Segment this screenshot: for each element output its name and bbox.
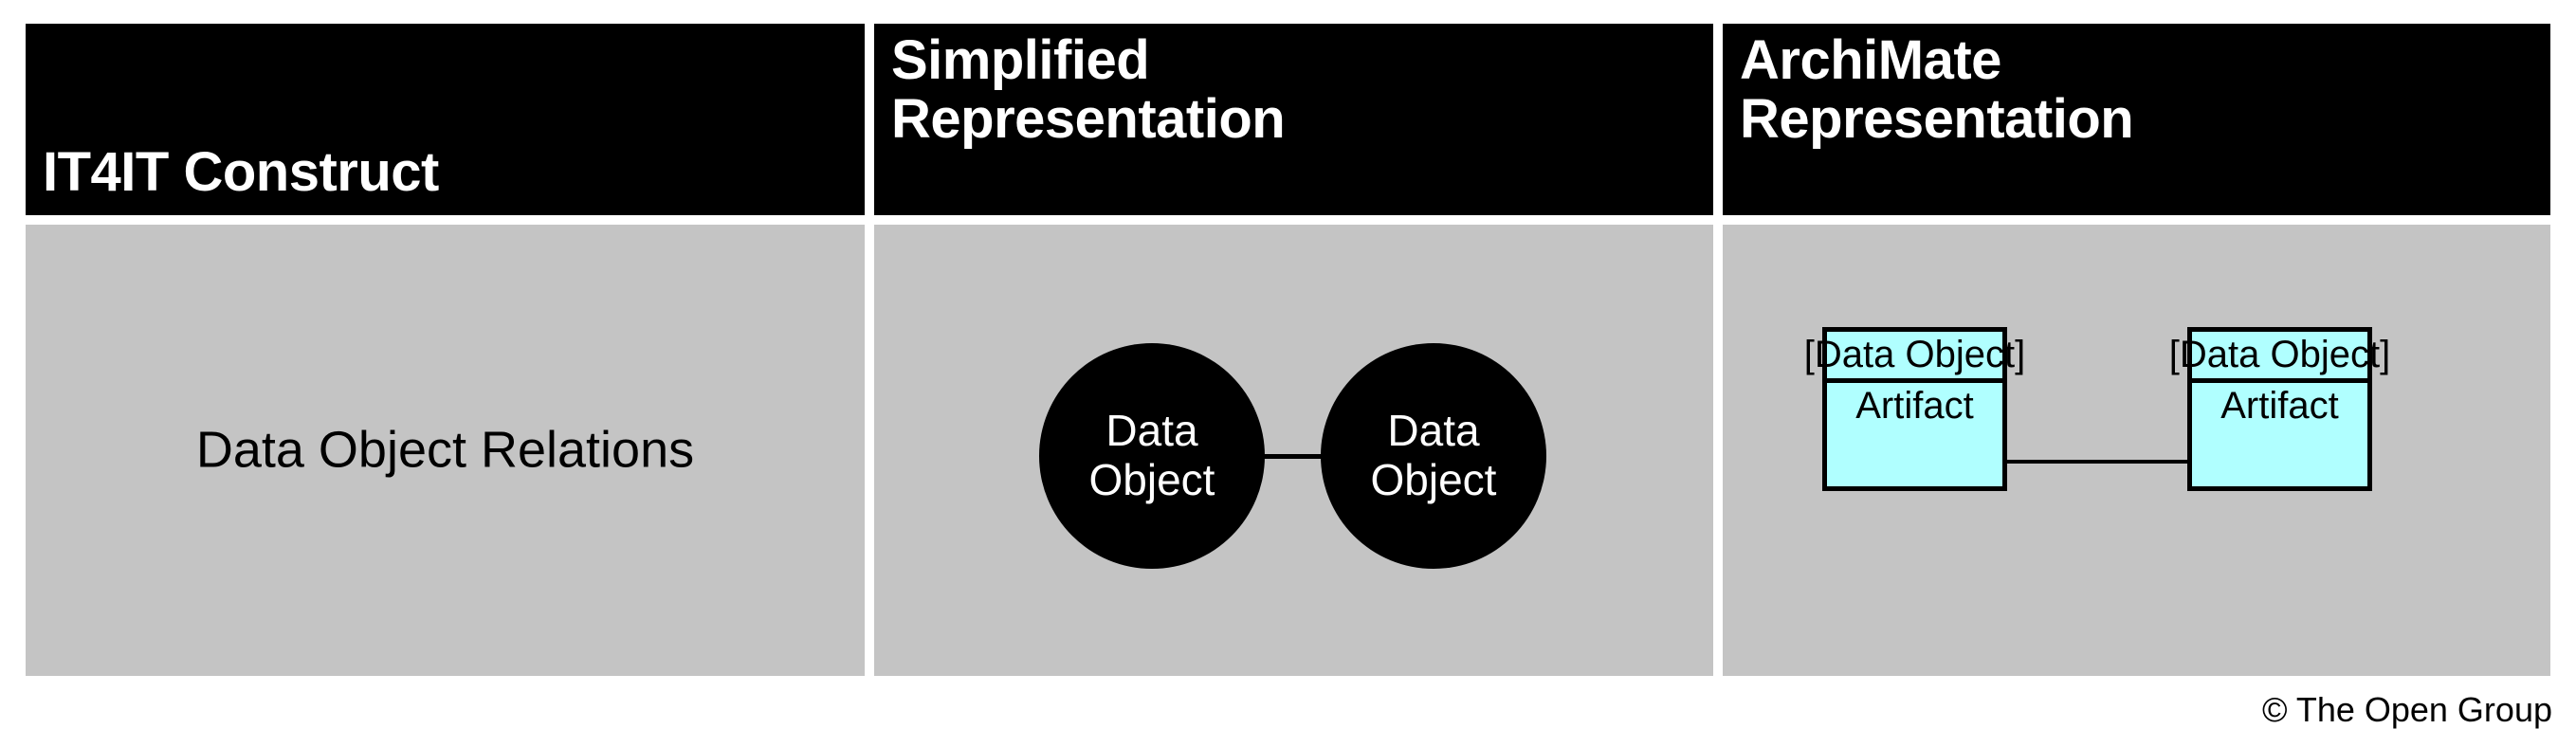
cell-it4it-construct: Data Object Relations: [26, 225, 865, 676]
header-cell-simplified-representation: Simplified Representation: [874, 24, 1713, 215]
header-cell-it4it-construct: IT4IT Construct: [26, 24, 865, 215]
copyright-notice: © The Open Group: [2261, 690, 2552, 729]
data-object-node-left: Data Object: [1039, 343, 1265, 569]
archimate-association-connector-line: [2007, 460, 2187, 464]
archimate-stereotype-right: [Data Object]: [2169, 332, 2390, 383]
archimate-diagram: [Data Object] Artifact [Data Object] Art…: [1723, 225, 2550, 676]
archimate-element-name-left: Artifact: [1855, 385, 1974, 427]
data-object-node-right: Data Object: [1321, 343, 1546, 569]
header-label-it4it-construct: IT4IT Construct: [43, 140, 439, 203]
archimate-artifact-right: [Data Object] Artifact: [2169, 327, 2390, 491]
header-cell-archimate-representation: ArchiMate Representation: [1723, 24, 2550, 215]
header-label-archimate-representation: ArchiMate Representation: [1740, 29, 2134, 151]
construct-label-data-object-relations: Data Object Relations: [195, 421, 695, 479]
table-header-row: IT4IT Construct Simplified Representatio…: [26, 24, 2550, 215]
archimate-element-name-right: Artifact: [2220, 385, 2339, 427]
table-row: Data Object Relations Data Object Data O…: [26, 225, 2550, 676]
cell-simplified-representation: Data Object Data Object: [874, 225, 1713, 676]
simplified-diagram: Data Object Data Object: [874, 225, 1713, 676]
archimate-stereotype-left: [Data Object]: [1804, 332, 2025, 383]
association-connector-line: [1253, 454, 1329, 459]
cell-archimate-representation: [Data Object] Artifact [Data Object] Art…: [1723, 225, 2550, 676]
header-label-simplified-representation: Simplified Representation: [891, 29, 1286, 151]
archimate-artifact-left: [Data Object] Artifact: [1804, 327, 2025, 491]
it4it-mapping-table: IT4IT Construct Simplified Representatio…: [26, 24, 2550, 676]
